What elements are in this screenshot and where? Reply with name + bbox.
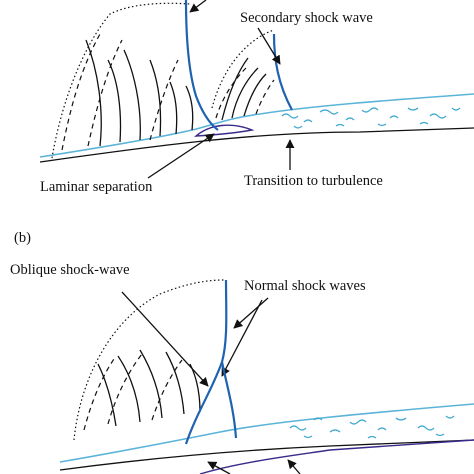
- panel-b-tag: (b): [14, 230, 31, 246]
- boundary-layer-edge-b: [59, 403, 474, 463]
- arrow-secondary-shock: [257, 27, 281, 65]
- wave-lines-b: [83, 349, 201, 431]
- label-oblique-shock: Oblique shock-wave: [10, 262, 130, 278]
- panel-a: Secondary shock wave Laminar separation …: [39, 0, 474, 195]
- label-transition: Transition to turbulence: [244, 173, 383, 189]
- arrow-normal-shock-2: [221, 299, 263, 377]
- normal-shock-b-lower: [220, 361, 238, 439]
- turbulent-region-a: [281, 107, 461, 129]
- boundary-layer-edge-a: [39, 93, 474, 158]
- normal-shock-b-upper: [220, 279, 228, 363]
- airfoil-surface-a: [39, 127, 474, 163]
- label-secondary-shock: Secondary shock wave: [240, 10, 373, 26]
- arrow-normal-shock-1: [233, 297, 269, 329]
- oblique-shock-b-left: [184, 361, 224, 445]
- normal-shock-a: [184, 0, 219, 131]
- secondary-envelope-a: [211, 29, 275, 109]
- panel-b: (b) Oblique shock-wave Normal shock wave…: [10, 230, 474, 474]
- airfoil-surface-b: [59, 439, 474, 471]
- arrow-bottom-right: [287, 459, 301, 474]
- label-normal-shocks: Normal shock waves: [244, 278, 366, 294]
- arrow-top-left: [189, 0, 207, 13]
- sonic-envelope-b: [73, 279, 225, 441]
- arrow-bottom-left: [207, 461, 231, 474]
- secondary-shock-a: [272, 33, 293, 111]
- wave-lines-a: [61, 33, 275, 151]
- arrow-oblique-shock: [121, 291, 209, 387]
- arrow-laminar-separation: [147, 133, 215, 179]
- turbulent-region-b: [289, 415, 455, 439]
- label-laminar-separation: Laminar separation: [40, 179, 153, 195]
